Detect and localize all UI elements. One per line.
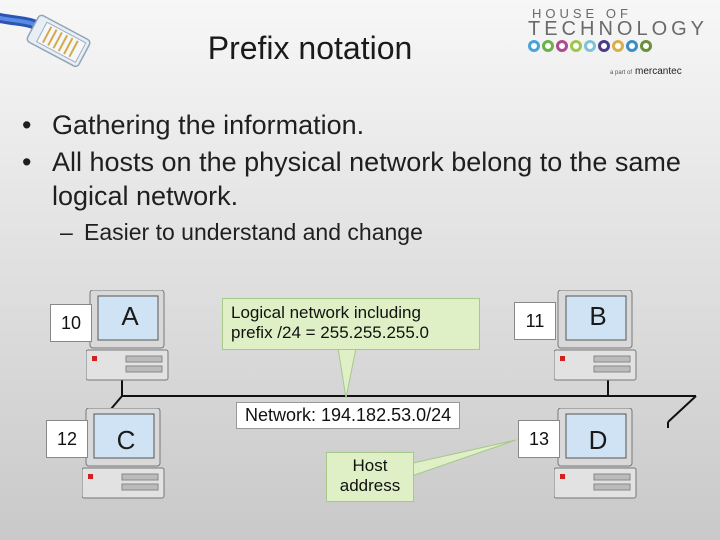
bullet-list: Gathering the information. All hosts on …	[22, 108, 702, 247]
host-letter-a: A	[121, 301, 139, 331]
logo-dot	[528, 40, 540, 52]
logo-sub-brand: mercantec	[635, 66, 682, 77]
logical-callout-line1: Logical network including	[231, 303, 421, 322]
host-callout-line1: Host	[352, 456, 388, 475]
bullet-item: Gathering the information.	[22, 108, 702, 142]
host-address-c: 12	[46, 420, 88, 458]
computer-icon	[554, 290, 637, 381]
logo-dot	[598, 40, 610, 52]
logo-dot	[584, 40, 596, 52]
logo-sub-prefix: a part of	[610, 70, 633, 76]
logo-dot	[612, 40, 624, 52]
host-address-callout: Host address	[326, 452, 414, 502]
host-letter-c: C	[116, 425, 136, 455]
logical-callout-pointer	[337, 347, 357, 399]
computer-icon	[86, 290, 169, 381]
logical-network-callout: Logical network including prefix /24 = 2…	[222, 298, 480, 350]
logo-line2: TECHNOLOGY	[528, 18, 709, 40]
host-letter-d: D	[588, 425, 608, 455]
host-address-a: 10	[50, 304, 92, 342]
logo-dot	[542, 40, 554, 52]
computer-icon	[82, 408, 165, 499]
host-address-b: 11	[514, 302, 556, 340]
logo-line1: HOUSE OF	[532, 6, 632, 21]
host-callout-line2: address	[339, 476, 401, 495]
logo-dot	[570, 40, 582, 52]
logo-dot	[640, 40, 652, 52]
host-letter-b: B	[589, 301, 607, 331]
network-line-right	[667, 395, 697, 423]
page-title: Prefix notation	[207, 30, 413, 66]
logo-dot	[626, 40, 638, 52]
network-diagram: A B C D 10 11 12 13 Logical network incl…	[0, 280, 720, 540]
bullet-item: All hosts on the physical network belong…	[22, 145, 702, 213]
host-address-d: 13	[518, 420, 560, 458]
logo-dots	[528, 40, 652, 52]
logical-callout-line2: prefix /24 = 255.255.255.0	[231, 323, 430, 342]
computer-icon	[554, 408, 637, 499]
host-callout-pointer	[399, 439, 517, 481]
logo-dot	[556, 40, 568, 52]
network-label: Network: 194.182.53.0/24	[236, 402, 461, 429]
sub-bullet-item: Easier to understand and change	[22, 217, 702, 247]
network-cable-icon	[0, 13, 91, 68]
